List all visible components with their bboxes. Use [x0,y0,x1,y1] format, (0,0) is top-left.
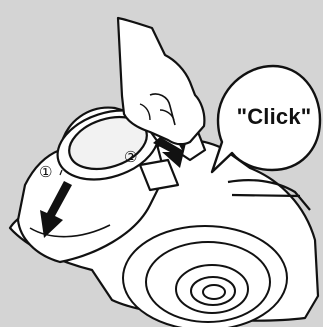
step-1-marker: ① [39,165,52,180]
wheel [123,226,287,327]
step-2-marker: ② [124,150,137,165]
click-callout-text: "Click" [232,104,316,130]
